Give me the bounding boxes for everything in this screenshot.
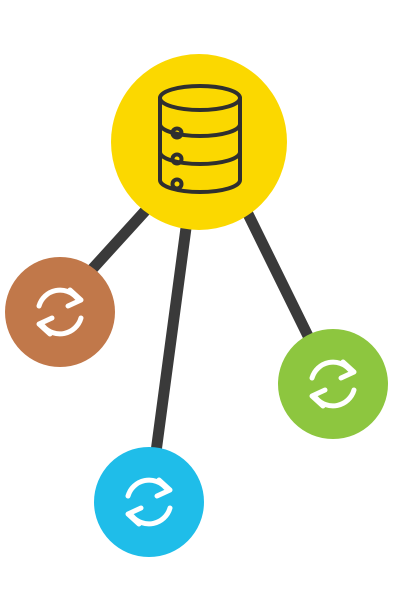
sync-node-brown [5,257,115,367]
connector-hub-to-green [242,208,316,346]
connectors [80,204,316,458]
database-hub [111,54,287,230]
sync-node-green [278,329,388,439]
sync-node-blue [94,447,204,557]
database-icon [158,84,242,194]
hub-circle [111,54,287,230]
sync-node-blue-circle [94,447,204,557]
connector-hub-to-blue [150,222,192,458]
sync-node-brown-circle [5,257,115,367]
connector-hub-to-brown [80,204,152,282]
sync-node-green-circle [278,329,388,439]
